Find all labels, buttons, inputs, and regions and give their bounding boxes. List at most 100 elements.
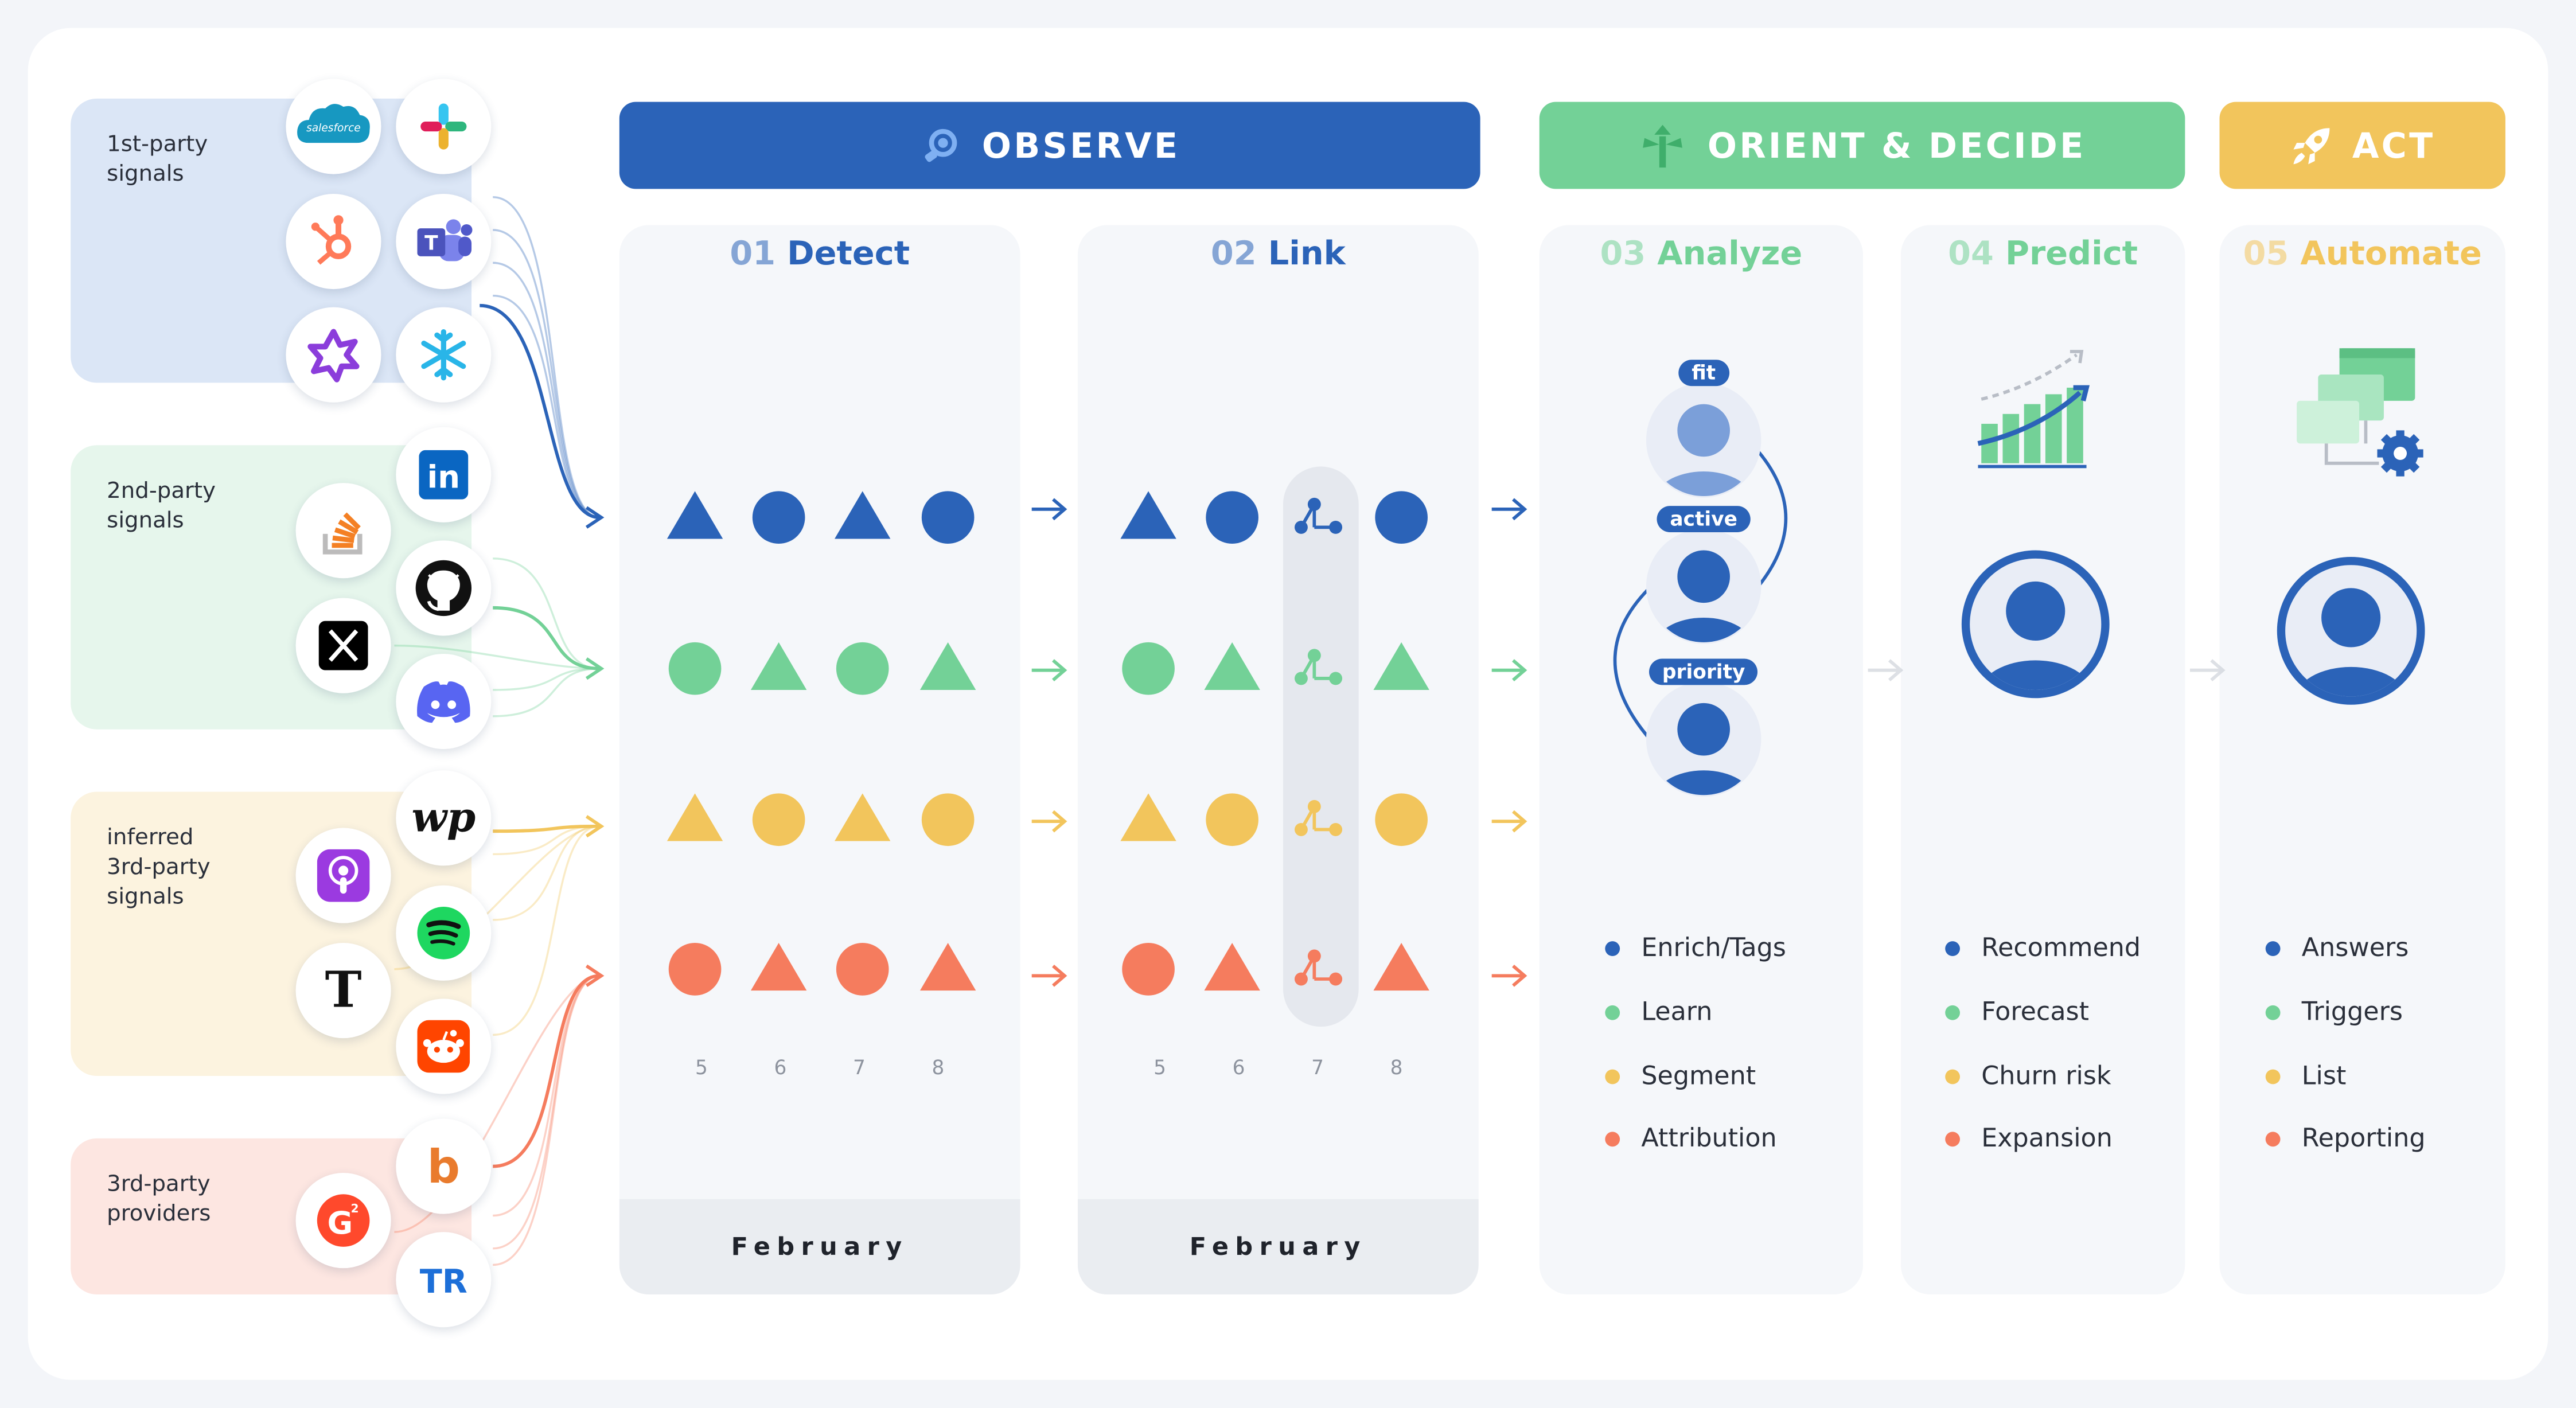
signal-circle-mark <box>921 491 975 544</box>
signal-circle-mark <box>668 943 722 996</box>
step-predict-panel: 04 Predict <box>1900 225 2185 1294</box>
signal-circle-mark <box>1375 793 1428 847</box>
signal-circle-mark <box>752 793 805 847</box>
list-item-label: List <box>2301 1061 2347 1091</box>
signal-triangle-mark <box>1204 943 1260 991</box>
signal-flow-curve <box>493 974 600 1217</box>
flow-arrowhead <box>585 964 605 987</box>
legend-dot <box>1605 1069 1620 1085</box>
list-item-label: Churn risk <box>1981 1061 2111 1091</box>
list-item-label: Segment <box>1641 1061 1756 1091</box>
linked-graph-icon <box>1294 949 1343 986</box>
signal-flow-curve <box>493 262 600 518</box>
flow-arrow-icon <box>1491 964 1527 987</box>
growth-chart-icon <box>1977 350 2090 469</box>
flow-arrow-icon <box>1031 659 1067 681</box>
flow-arrowhead <box>585 657 605 680</box>
discord-logo-icon <box>396 653 492 750</box>
stage-orient-decide-label: ORIENT & DECIDE <box>1707 126 2086 165</box>
new-york-times-wordmark: T <box>325 961 362 1019</box>
day-tick: 7 <box>1311 1056 1324 1079</box>
signal-circle-mark <box>1206 491 1258 544</box>
flow-arrowhead <box>585 506 605 529</box>
list-item-label: Learn <box>1641 997 1713 1027</box>
signal-flow-curve <box>493 668 600 691</box>
source-group-3rd-party-providers: 3rd-party providers <box>71 1138 472 1294</box>
analyze-list-item: Segment <box>1605 1059 1756 1092</box>
signal-flow-curve <box>493 557 600 670</box>
signal-circle-mark <box>836 642 889 695</box>
salesforce-logo-icon: salesforce <box>286 79 381 174</box>
list-item-label: Forecast <box>1981 997 2090 1027</box>
signal-flow-curve <box>493 229 600 518</box>
link-highlight-column <box>1283 466 1359 1027</box>
timeline-month-label: February <box>1077 1199 1479 1294</box>
step-number: 04 <box>1948 233 1994 273</box>
signal-circle-mark <box>668 642 722 695</box>
linked-graph-icon <box>1294 497 1343 534</box>
signal-triangle-mark <box>667 793 723 841</box>
step-name: Automate <box>2300 233 2482 273</box>
x-logo-icon <box>295 598 391 693</box>
signal-flow-curve <box>493 974 600 1250</box>
flow-arrow-icon <box>1491 498 1527 521</box>
step-name: Analyze <box>1657 233 1803 273</box>
legend-dot <box>1605 1132 1620 1147</box>
signal-triangle-mark <box>919 943 976 991</box>
stage-act-label: ACT <box>2352 126 2435 165</box>
stage-orient-decide-banner: ORIENT & DECIDE <box>1539 102 2185 189</box>
flow-arrow-icon <box>1031 498 1067 521</box>
bombora-wordmark: b <box>427 1140 460 1194</box>
flow-arrow-icon <box>1031 810 1067 833</box>
flow-arrowhead <box>585 815 605 838</box>
signal-triangle-mark <box>667 491 723 539</box>
signpost-icon <box>1643 124 1683 167</box>
automate-list-item: Answers <box>2265 931 2409 964</box>
stack-overflow-logo-icon <box>295 483 391 579</box>
washington-post-logo-icon: wp <box>396 770 492 866</box>
legend-dot <box>2265 1005 2281 1020</box>
signal-triangle-mark <box>919 642 976 690</box>
signal-flow-curve <box>493 606 600 670</box>
analyze-tag-fit: fit <box>1678 360 1729 387</box>
signal-circle-mark <box>1122 943 1175 996</box>
day-tick: 5 <box>695 1056 708 1079</box>
bombora-logo-icon: b <box>396 1118 492 1214</box>
svg-text:T: T <box>424 232 438 255</box>
automate-list-item: List <box>2265 1059 2347 1092</box>
signal-flow-curve <box>394 644 600 670</box>
list-item-label: Triggers <box>2301 997 2403 1027</box>
signal-flow-curve <box>493 824 600 833</box>
gong-logo-icon <box>286 307 381 403</box>
signal-flow-curve <box>493 974 600 1266</box>
predict-list-item: Recommend <box>1945 931 2141 964</box>
hubspot-logo-icon <box>286 193 381 290</box>
day-tick: 5 <box>1153 1056 1167 1079</box>
day-tick: 6 <box>1232 1056 1245 1079</box>
step-name: Predict <box>2005 233 2138 273</box>
signal-triangle-mark <box>835 793 891 841</box>
g2-wordmark: G <box>328 1204 353 1241</box>
legend-dot <box>1605 941 1620 956</box>
source-group-label: inferred 3rd-party signals <box>107 824 211 910</box>
timeline-month-label: February <box>619 1199 1020 1294</box>
analyze-list-item: Attribution <box>1605 1122 1777 1155</box>
signal-circle-mark <box>1206 793 1258 847</box>
linkedin-logo-icon: in <box>396 427 492 522</box>
person-avatar-icon <box>1961 550 2110 699</box>
signal-circle-mark <box>836 943 889 996</box>
stage-observe-banner: OBSERVE <box>619 102 1480 189</box>
signal-triangle-mark <box>750 943 807 991</box>
trustradius-wordmark: TR <box>420 1262 467 1301</box>
list-item-label: Reporting <box>2301 1124 2426 1153</box>
